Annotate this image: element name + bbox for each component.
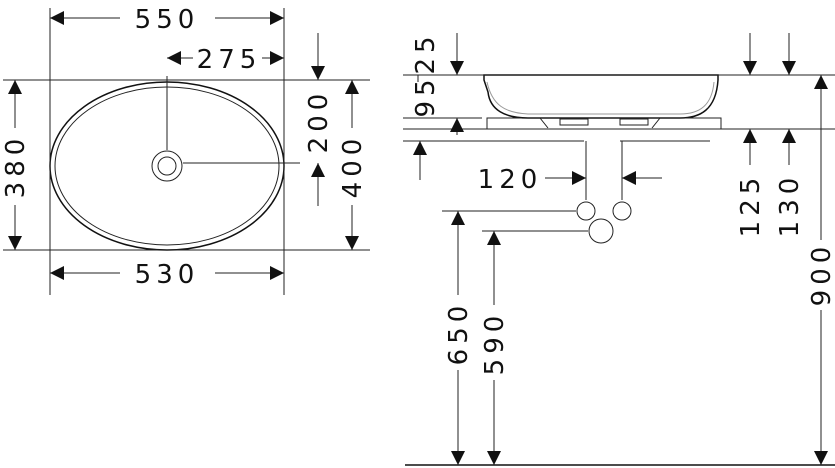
- drain-outer: [151, 150, 183, 182]
- basin-base: [486, 117, 722, 130]
- dim-counter-height: 900: [807, 242, 835, 307]
- dim-drain-offset: 200: [304, 89, 334, 154]
- dim-supply-height: 650: [444, 301, 474, 366]
- dim-rim-offset: 25: [411, 31, 441, 74]
- dim-inner-length: 530: [135, 260, 200, 290]
- dim-half-length: 275: [197, 45, 262, 75]
- dim-drain-height-b: 130: [775, 173, 805, 238]
- basin-profile: [483, 74, 719, 119]
- dim-waste-height: 590: [480, 311, 510, 376]
- waste-connection: [588, 218, 614, 244]
- dim-drain-height-a: 125: [736, 173, 766, 238]
- supply-connection-left: [576, 201, 596, 221]
- dim-inner-width: 380: [1, 134, 31, 199]
- supply-connection-right: [612, 201, 632, 221]
- top-view: 550 275 530 380 200 400: [1, 5, 370, 295]
- side-view: 25 95 120 125 130 900 650 590: [403, 31, 835, 466]
- dim-overall-width: 400: [338, 134, 368, 199]
- dim-bowl-height: 95: [411, 74, 441, 117]
- dim-drain-spacing: 120: [478, 165, 543, 195]
- drain-inner: [157, 156, 177, 176]
- dim-overall-length: 550: [135, 5, 200, 35]
